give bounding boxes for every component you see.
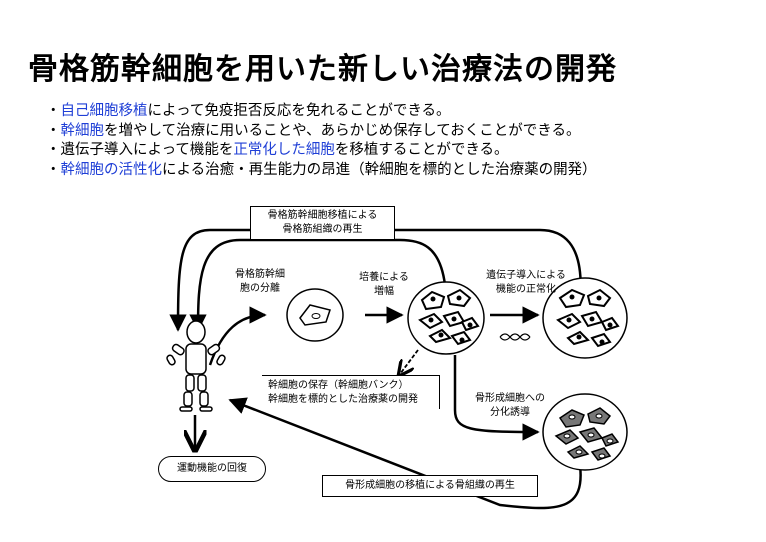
label-line: 遺伝子導入による [486,270,566,281]
bullet-text: ・遺伝子導入によって機能を [46,142,234,158]
isolation-label: 骨格筋幹細 胞の分離 [226,268,294,296]
label-line: 増幅 [374,286,394,297]
bullet-text: ・ [46,103,61,119]
box-line: 骨格筋組織の再生 [282,224,363,235]
culture-label: 培養による 増幅 [354,271,414,299]
bullet-list: ・自己細胞移植によって免疫拒否反応を免れることができる。 ・幹細胞を増やして治療… [46,102,597,180]
bullet-text: による治癒・再生能力の昂進（幹細胞を標的とした治療薬の開発） [162,161,597,178]
label-line: 分化誘導 [490,407,530,418]
bullet-text: ・ [46,161,61,178]
box-line: 幹細胞の保存（幹細胞バンク） [268,380,409,391]
osteo-arrow [453,355,540,441]
normalized-cells-icon [542,277,628,359]
box-line: 骨格筋幹細胞移植による [267,210,378,221]
highlight-text: 幹細胞 [60,122,105,139]
top-loop-arrow [169,228,582,332]
bank-arrow [400,349,419,374]
bullet-item: ・幹細胞の活性化による治癒・再生能力の昂進（幹細胞を標的とした治療薬の開発） [46,161,597,181]
label-line: 機能の正常化 [496,284,556,295]
person-icon [166,320,226,412]
label-line: 骨格筋幹細 [235,269,285,280]
dna-icon [499,333,531,341]
osteo-label: 骨形成細胞への 分化誘導 [470,392,550,420]
bullet-item: ・自己細胞移植によって免疫拒否反応を免れることができる。 [46,102,597,122]
label-line: 培養による [359,272,409,283]
bone-regeneration-box: 骨形成細胞の移植による骨組織の再生 [322,475,538,497]
bullet-item: ・幹細胞を増やして治療に用いることや、あらかじめ保存しておくことができる。 [46,122,597,142]
gene-label: 遺伝子導入による 機能の正常化 [478,269,574,297]
highlight-text: 自己細胞移植 [60,103,148,119]
motor-recovery-badge: 運動機能の回復 [158,456,266,482]
bullet-item: ・遺伝子導入によって機能を正常化した細胞を移植することができる。 [46,141,597,161]
isolation-arrow [208,306,267,366]
cultured-cells-icon [407,281,485,355]
osteogenic-cells-icon [542,393,628,471]
highlight-text: 幹細胞の活性化 [60,161,163,178]
box-line: 幹細胞を標的とした治療薬の開発 [268,394,418,405]
inner-loop-arrow [189,238,447,332]
muscle-regeneration-box: 骨格筋幹細胞移植による 骨格筋組織の再生 [250,206,395,240]
label-line: 骨形成細胞への [475,393,545,404]
bullet-text: を増やして治療に用いることや、あらかじめ保存しておくことができる。 [104,122,581,139]
page-title: 骨格筋幹細胞を用いた新しい治療法の開発 [28,52,617,87]
single-cell-icon [286,288,344,342]
bullet-text: によって免疫拒否反応を免れることができる。 [147,103,451,119]
bullet-text: を移植することができる。 [334,142,509,158]
stem-cell-bank-box: 幹細胞の保存（幹細胞バンク） 幹細胞を標的とした治療薬の開発 [262,375,440,409]
label-line: 胞の分離 [240,283,280,294]
bone-return-arrow [228,397,582,510]
bullet-text: ・ [46,122,61,139]
highlight-text: 正常化した細胞 [233,142,335,158]
